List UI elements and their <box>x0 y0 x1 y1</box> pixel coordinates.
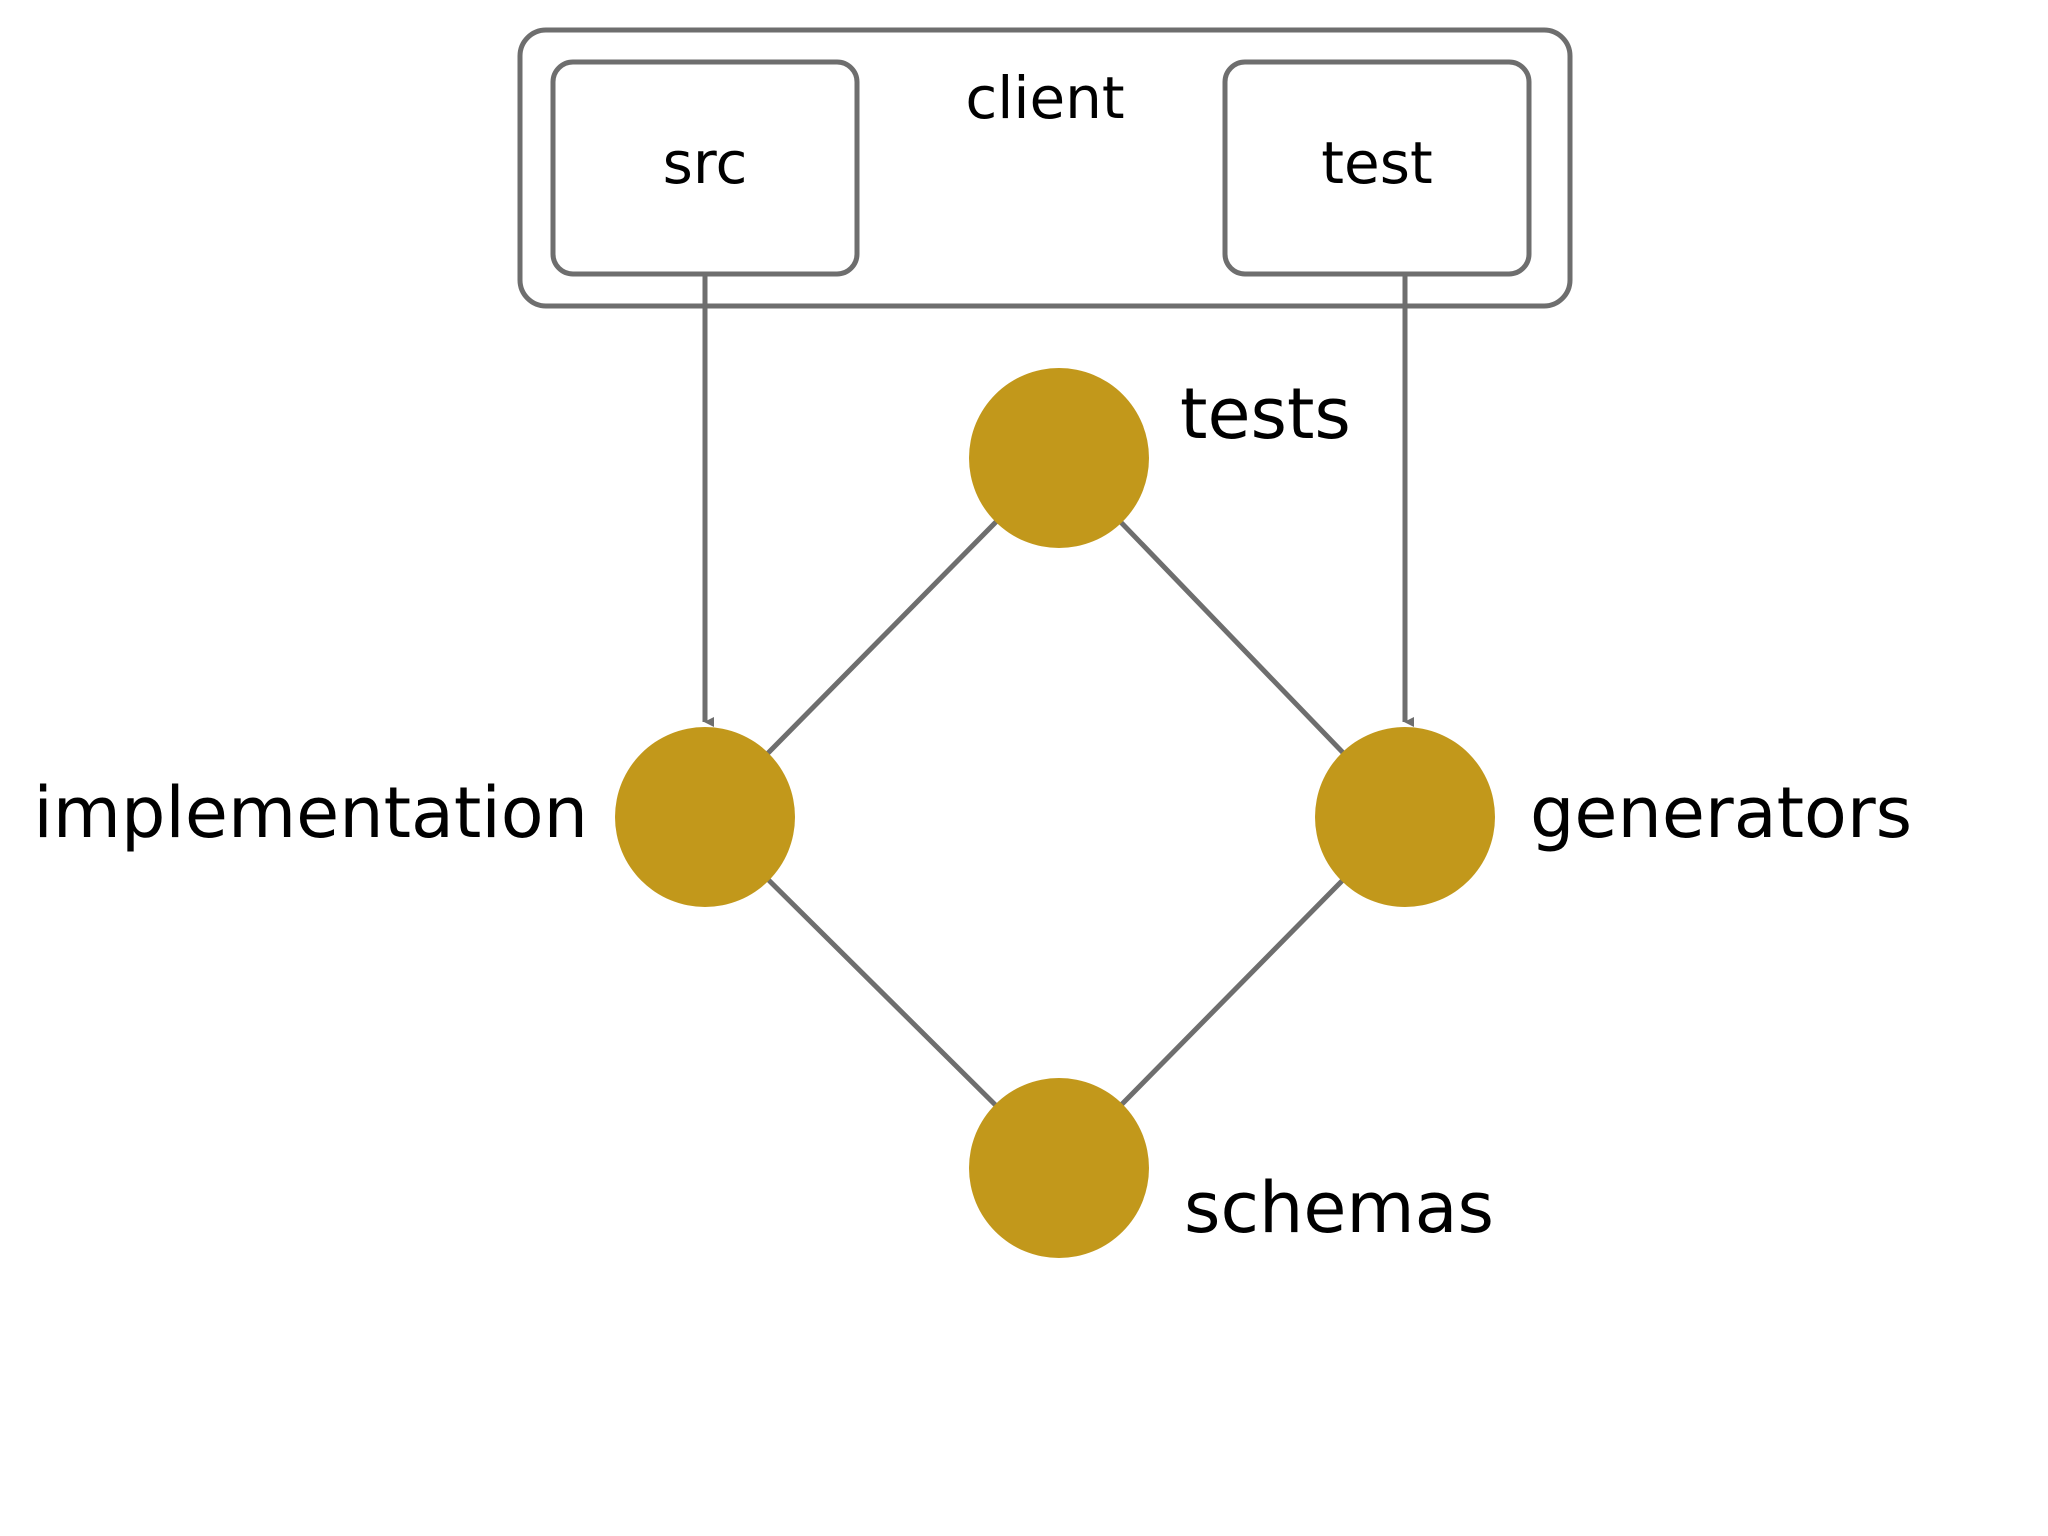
client-container <box>517 27 1573 309</box>
client-label: client <box>965 64 1124 132</box>
generators-label: generators <box>1530 772 1912 854</box>
tests-node <box>969 368 1149 548</box>
implementation-label: implementation <box>33 772 588 854</box>
test-label: test <box>1321 129 1432 197</box>
src-label: src <box>663 129 748 197</box>
generators-node <box>1315 727 1495 907</box>
tests-label: tests <box>1180 373 1351 455</box>
test-box <box>1222 59 1532 277</box>
implementation-node <box>615 727 795 907</box>
schemas-node <box>969 1078 1149 1258</box>
schemas-label: schemas <box>1184 1167 1494 1249</box>
